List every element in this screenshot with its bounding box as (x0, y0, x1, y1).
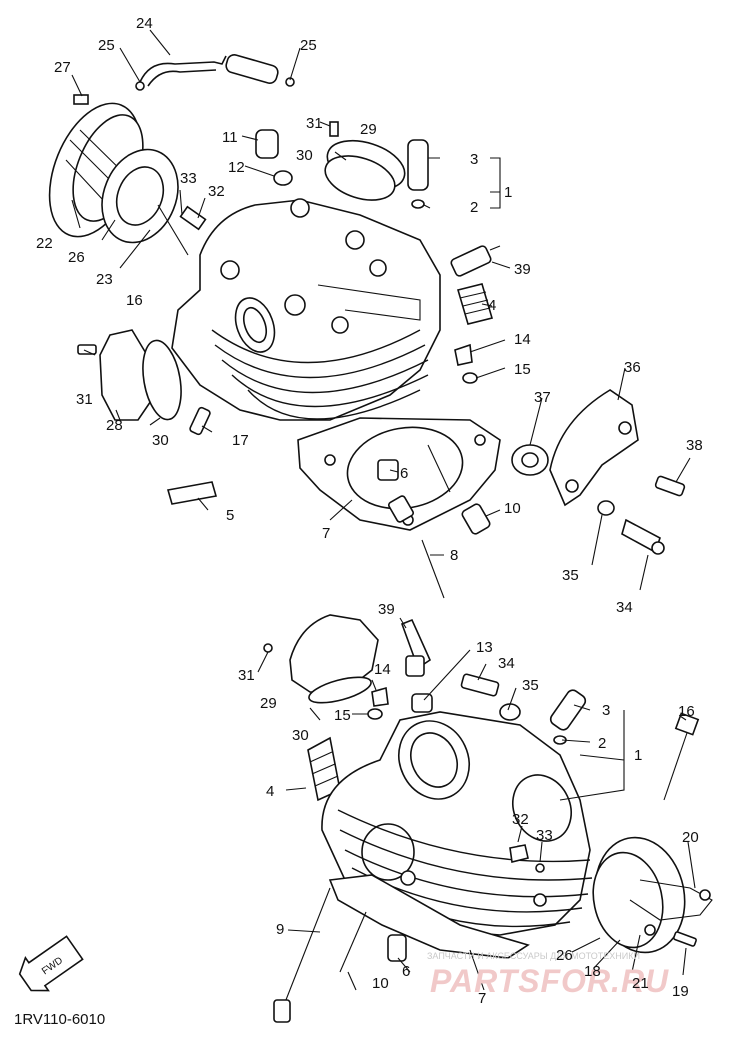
watermark-brand: PARTSFOR.RU (430, 963, 669, 999)
bottom-callout-10: 30 (292, 727, 309, 744)
top-callout-8: 30 (296, 147, 313, 164)
top-callout-32: 7 (322, 525, 330, 542)
bottom-callout-13: 4 (266, 783, 274, 800)
top-callout-11: 1 (504, 184, 512, 201)
top-callout-12: 33 (180, 170, 197, 187)
top-callout-27: 28 (106, 417, 123, 434)
top-callout-18: 39 (514, 261, 531, 278)
watermark-caption: ЗАПЧАСТИ И АКСЕССУАРЫ ДЛЯ МОТОТЕХНИКИ (427, 951, 640, 961)
top-callout-30: 6 (400, 465, 408, 482)
top-callout-25: 30 (152, 432, 169, 449)
top-callout-33: 8 (450, 547, 458, 564)
fwd-arrow: FWD (18, 935, 84, 992)
top-callout-15: 26 (68, 249, 85, 266)
top-callout-7: 3 (470, 151, 478, 168)
bottom-callout-11: 1 (634, 747, 642, 764)
bottom-callout-23: 19 (672, 983, 689, 1000)
bottom-callout-2: 31 (238, 667, 255, 684)
bottom-callout-14: 20 (682, 829, 699, 846)
top-callout-3: 27 (54, 59, 71, 76)
top-callout-1: 25 (98, 37, 115, 54)
bottom-callout-6: 14 (374, 661, 391, 678)
top-callout-35: 34 (616, 599, 633, 616)
top-callout-20: 31 (76, 391, 93, 408)
top-callout-4: 11 (222, 129, 238, 146)
top-callout-23: 37 (534, 389, 551, 406)
diagram-code: 1RV110-6010 (14, 1011, 105, 1028)
top-callout-29: 5 (226, 507, 234, 524)
top-callout-31: 10 (504, 500, 521, 517)
top-callout-2: 25 (300, 37, 317, 54)
top-callout-19: 4 (488, 297, 496, 314)
top-callout-22: 15 (514, 361, 531, 378)
bottom-callout-4: 35 (522, 677, 539, 694)
top-callout-13: 32 (208, 183, 225, 200)
bottom-callout-1: 13 (476, 639, 493, 656)
bottom-callout-9: 2 (598, 735, 606, 752)
bottom-callout-21: 18 (584, 963, 601, 980)
bottom-callout-17: 9 (276, 921, 284, 938)
bottom-callout-22: 21 (632, 975, 649, 992)
top-callout-6: 29 (360, 121, 377, 138)
top-callout-5: 31 (306, 115, 323, 132)
bottom-callout-5: 29 (260, 695, 277, 712)
top-callout-34: 35 (562, 567, 579, 584)
bottom-callout-3: 34 (498, 655, 515, 672)
top-callout-26: 17 (232, 432, 249, 449)
top-callout-0: 24 (136, 15, 153, 32)
bottom-callout-16: 33 (536, 827, 553, 844)
top-callout-28: 38 (686, 437, 703, 454)
top-callout-24: 36 (624, 359, 641, 376)
bottom-callout-18: 6 (402, 963, 410, 980)
bottom-callout-15: 32 (512, 811, 529, 828)
bottom-callout-24: 7 (478, 990, 486, 1007)
bottom-callout-12: 16 (678, 703, 695, 720)
top-callout-17: 16 (126, 292, 143, 309)
top-callout-10: 2 (470, 199, 478, 216)
top-callout-16: 23 (96, 271, 113, 288)
bottom-callout-8: 15 (334, 707, 351, 724)
bottom-cylinder-head-assembly (263, 614, 713, 1023)
bottom-callout-0: 39 (378, 601, 395, 618)
top-callout-9: 12 (228, 159, 245, 176)
bottom-callout-20: 26 (556, 947, 573, 964)
leader-lines (71, 29, 696, 991)
bottom-callout-19: 10 (372, 975, 389, 992)
top-callout-21: 14 (514, 331, 531, 348)
bottom-callout-7: 3 (602, 702, 610, 719)
top-callout-14: 22 (36, 235, 53, 252)
top-cylinder-head-assembly (48, 54, 686, 599)
